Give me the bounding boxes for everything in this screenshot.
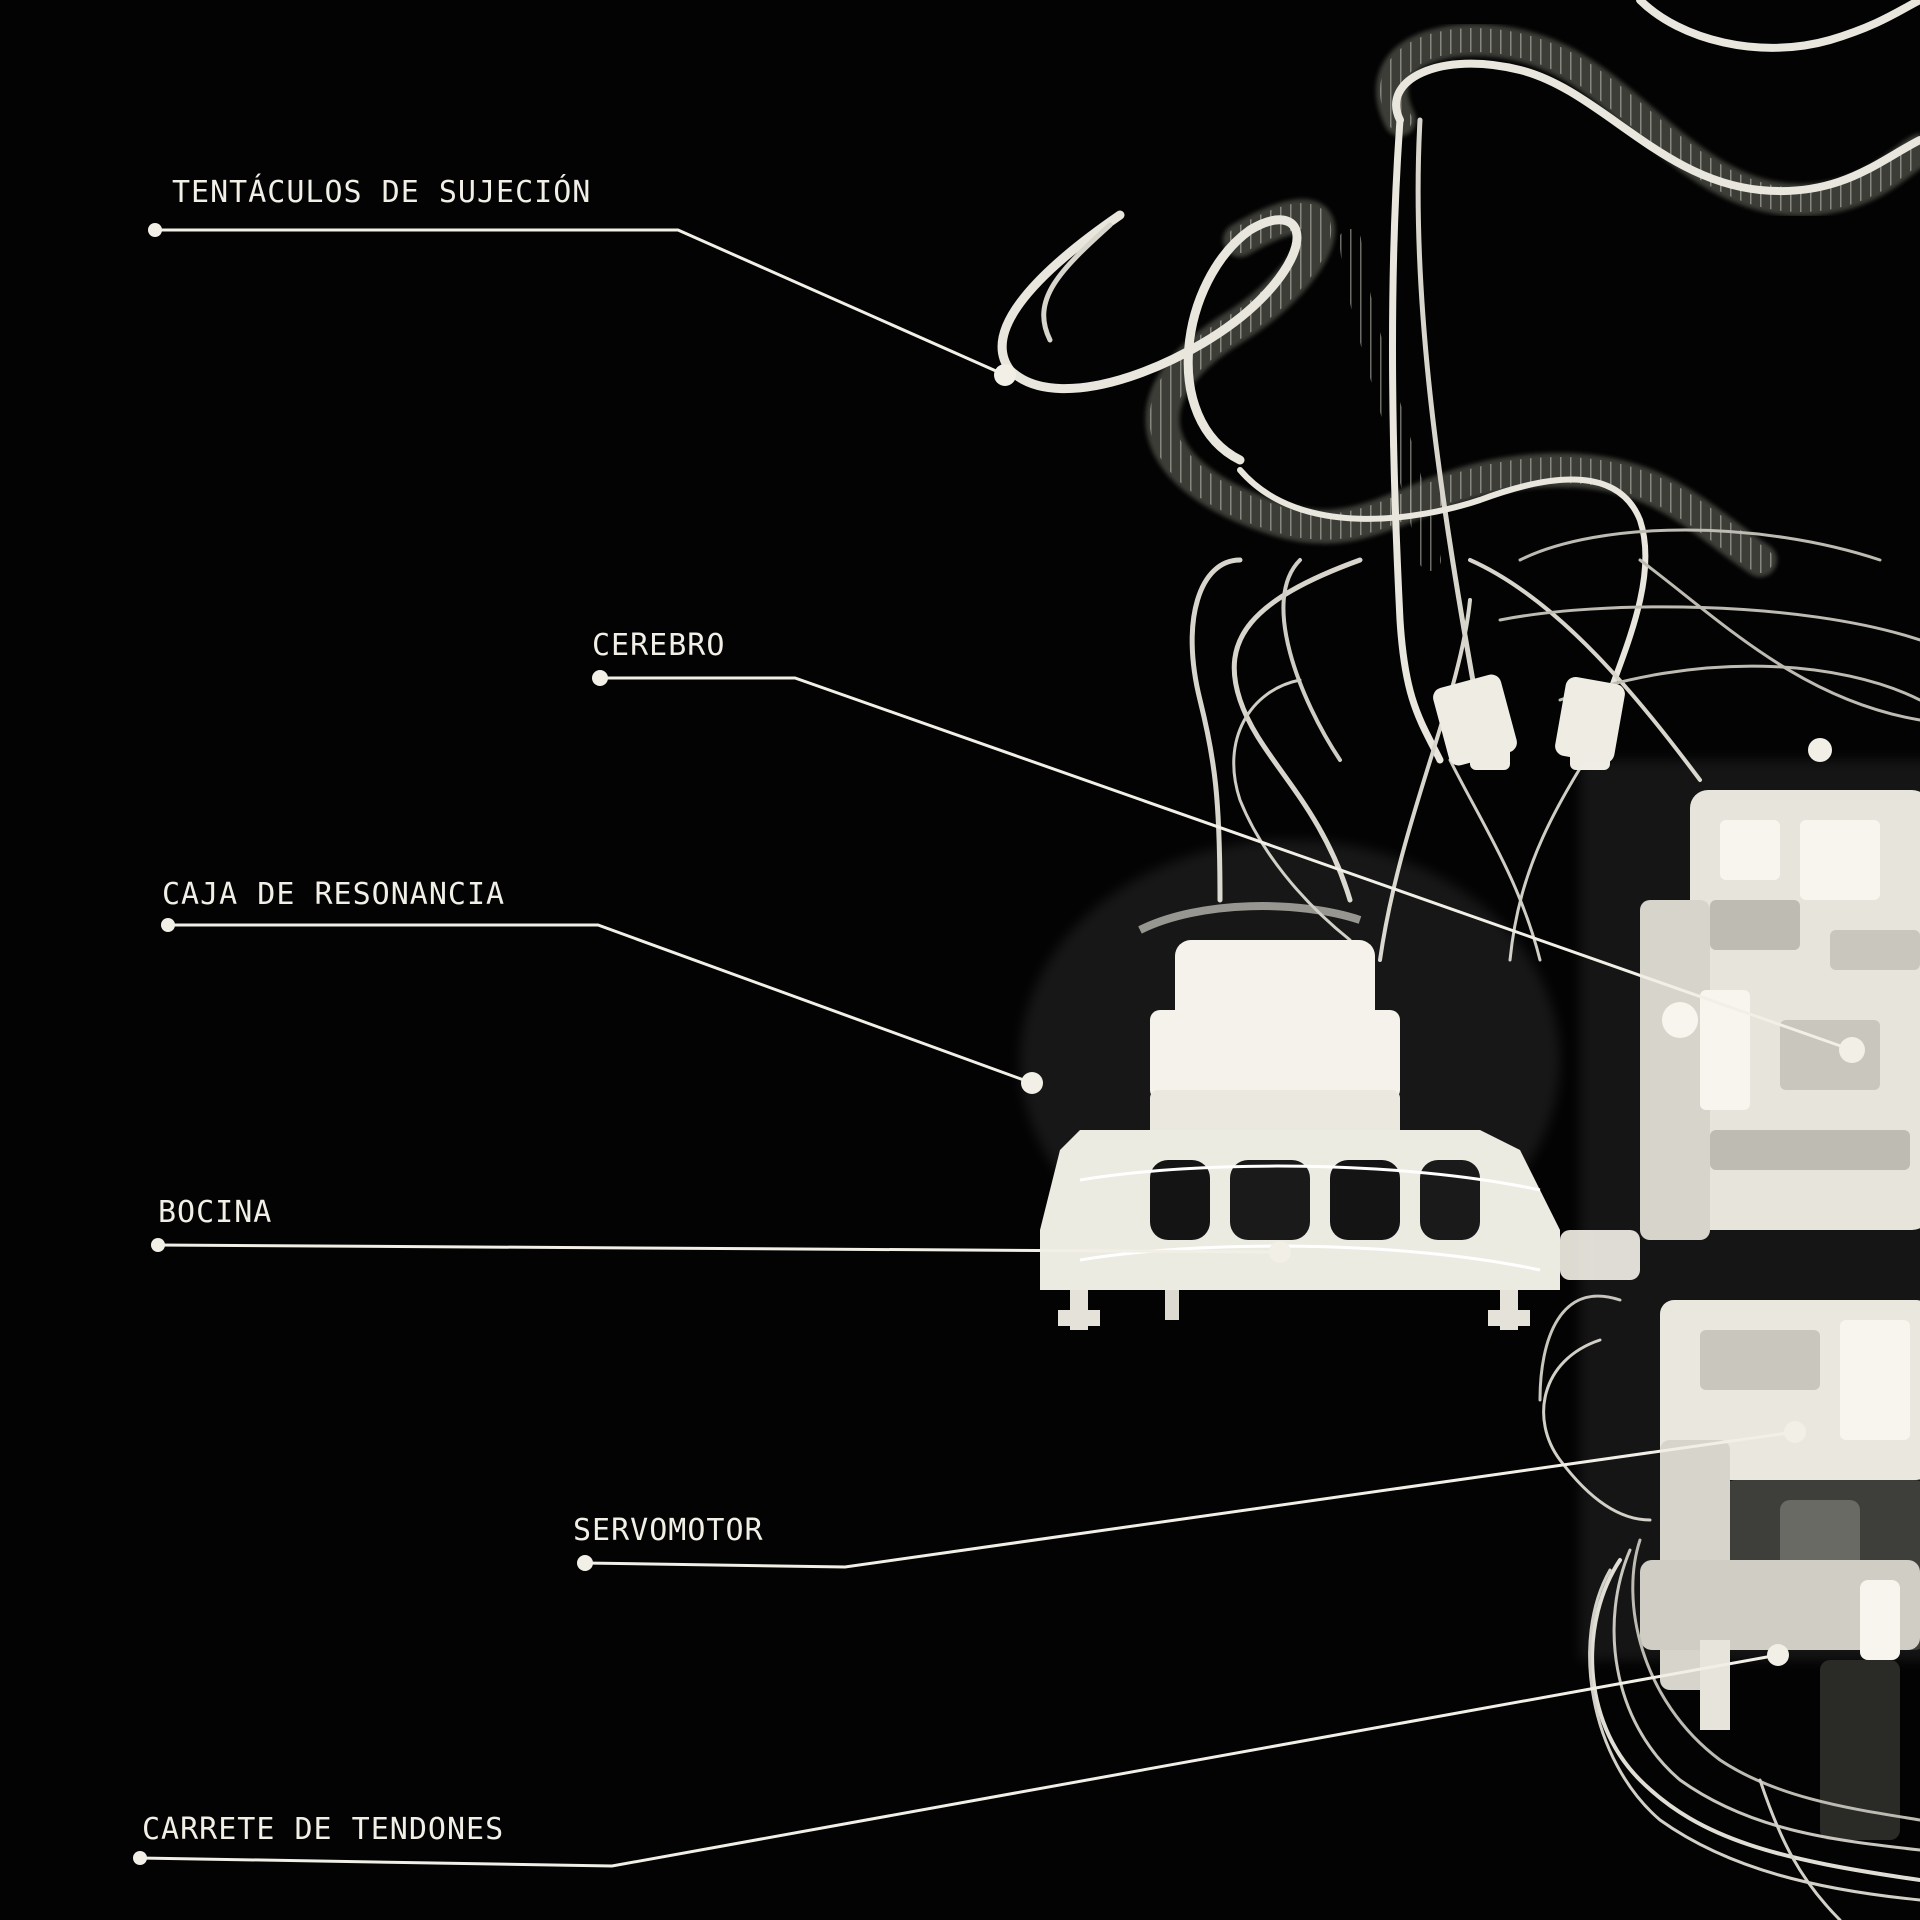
label-cerebro: CEREBRO [592,628,726,663]
callout-dot [1269,1241,1291,1263]
label-servomotor: SERVOMOTOR [573,1513,764,1548]
leader-line-caja [168,923,1033,1085]
label-caja-de-resonancia: CAJA DE RESONANCIA [162,877,506,912]
callout-dot [1839,1037,1865,1063]
callout-dot [161,918,175,932]
leader-line-carrete [139,1653,1779,1868]
leader-line-tentaculos [155,228,1006,377]
callout-dot [1808,738,1832,762]
callout-dot [1021,1072,1043,1094]
callout-dot [148,223,162,237]
label-carrete-de-tendones: CARRETE DE TENDONES [142,1812,505,1847]
callout-dot [133,1851,147,1865]
callout-dot [151,1238,165,1252]
body-wires [1538,1294,1920,1920]
leader-line-servomotor [584,1430,1796,1569]
leader-line-bocina [157,1243,1281,1254]
robot-body [1580,760,1920,1840]
callout-dot [994,364,1016,386]
callout-dot [1784,1421,1806,1443]
label-bocina: BOCINA [158,1195,273,1230]
leader-line-cerebro [600,676,1853,1052]
callout-dot [592,670,608,686]
label-tentaculos-de-sujecion: TENTÁCULOS DE SUJECIÓN [172,175,592,210]
callout-dot [577,1555,593,1571]
callout-dot [1767,1644,1789,1666]
